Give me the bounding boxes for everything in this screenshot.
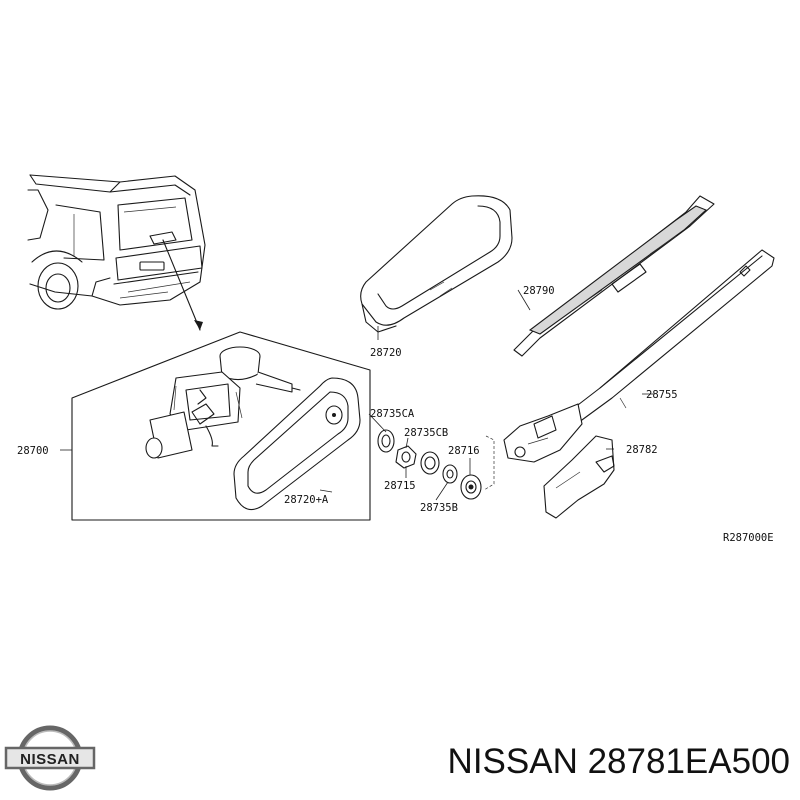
seal-ca <box>377 429 395 453</box>
part-labels: 28700 28720 28720+A 28735CA 28735CB 2871… <box>17 285 774 544</box>
motor-assembly-box <box>71 331 371 521</box>
wiper-arm <box>503 249 775 463</box>
vehicle-illustration <box>27 174 206 310</box>
seal-cb <box>420 451 440 475</box>
label-28700: 28700 <box>17 445 49 457</box>
label-28715: 28715 <box>384 480 416 492</box>
wiper-motor <box>145 346 301 459</box>
cover-lower <box>233 377 361 511</box>
cover-upper <box>360 195 513 333</box>
label-28735cb: 28735CB <box>404 427 448 439</box>
label-28720: 28720 <box>370 347 402 359</box>
washer-b <box>442 464 458 484</box>
label-28782: 28782 <box>626 444 658 456</box>
leader-lines <box>60 289 654 501</box>
nut-part <box>395 445 417 469</box>
label-28720a: 28720+A <box>284 494 329 506</box>
label-28735b: 28735B <box>420 502 458 514</box>
label-28716: 28716 <box>448 445 480 457</box>
part-caption: NISSAN 28781EA500 <box>447 742 790 781</box>
diagram-code: R287000E <box>723 532 774 544</box>
label-28755: 28755 <box>646 389 678 401</box>
label-28790: 28790 <box>523 285 555 297</box>
label-28735ca: 28735CA <box>370 408 415 420</box>
arm-cover <box>543 435 615 519</box>
nissan-logo: NISSAN <box>4 725 96 791</box>
logo-text: NISSAN <box>20 751 80 768</box>
pointer-arrow <box>162 239 203 331</box>
cap-part <box>460 474 482 500</box>
wiper-blade <box>513 195 715 357</box>
